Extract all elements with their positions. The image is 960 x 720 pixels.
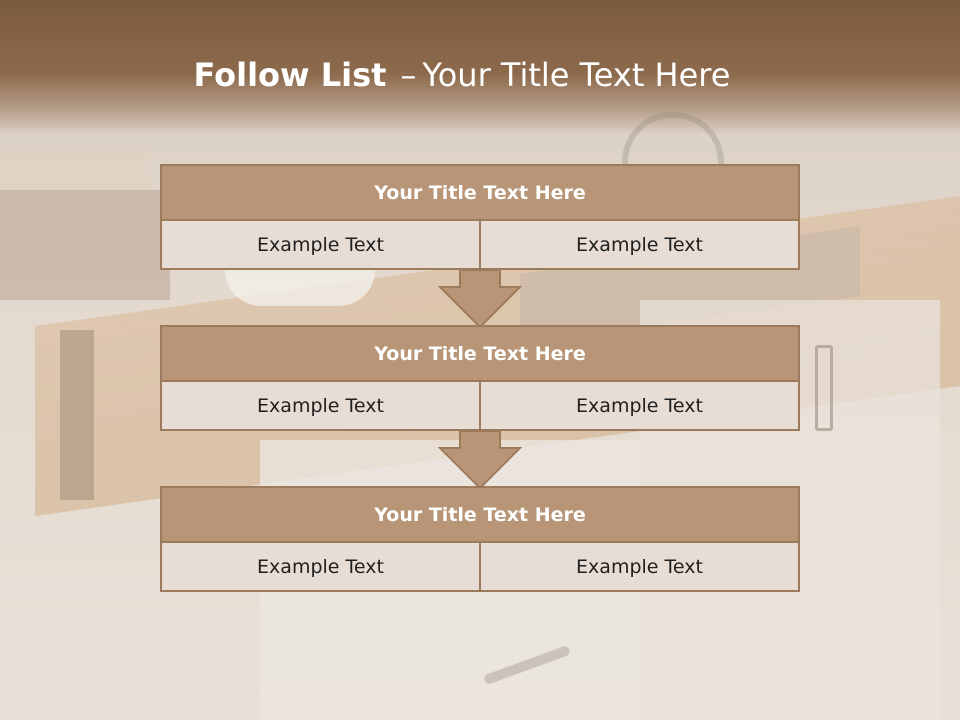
title-dash: – [400,56,417,94]
block-title[interactable]: Your Title Text Here [160,325,800,382]
block-cell-right[interactable]: Example Text [481,382,800,431]
flow-block-1[interactable]: Your Title Text Here Example Text Exampl… [160,164,800,270]
bg-table-leg [60,330,94,500]
title-rest: Your Title Text Here [422,56,731,94]
header-band [0,0,960,135]
block-row: Example Text Example Text [160,543,800,592]
block-cell-right[interactable]: Example Text [481,543,800,592]
flow-block-2[interactable]: Your Title Text Here Example Text Exampl… [160,325,800,431]
down-arrow-icon [438,270,522,328]
block-row: Example Text Example Text [160,221,800,270]
block-cell-left[interactable]: Example Text [160,543,481,592]
block-row: Example Text Example Text [160,382,800,431]
block-title[interactable]: Your Title Text Here [160,164,800,221]
slide-title[interactable]: Follow List–Your Title Text Here [0,56,942,94]
flow-block-3[interactable]: Your Title Text Here Example Text Exampl… [160,486,800,592]
bg-table [0,190,170,300]
bg-bowl [225,270,375,306]
bg-door-handle [815,345,833,431]
down-arrow-icon [438,431,522,489]
block-cell-left[interactable]: Example Text [160,382,481,431]
title-strong: Follow List [193,56,387,94]
block-cell-left[interactable]: Example Text [160,221,481,270]
block-title[interactable]: Your Title Text Here [160,486,800,543]
block-cell-right[interactable]: Example Text [481,221,800,270]
